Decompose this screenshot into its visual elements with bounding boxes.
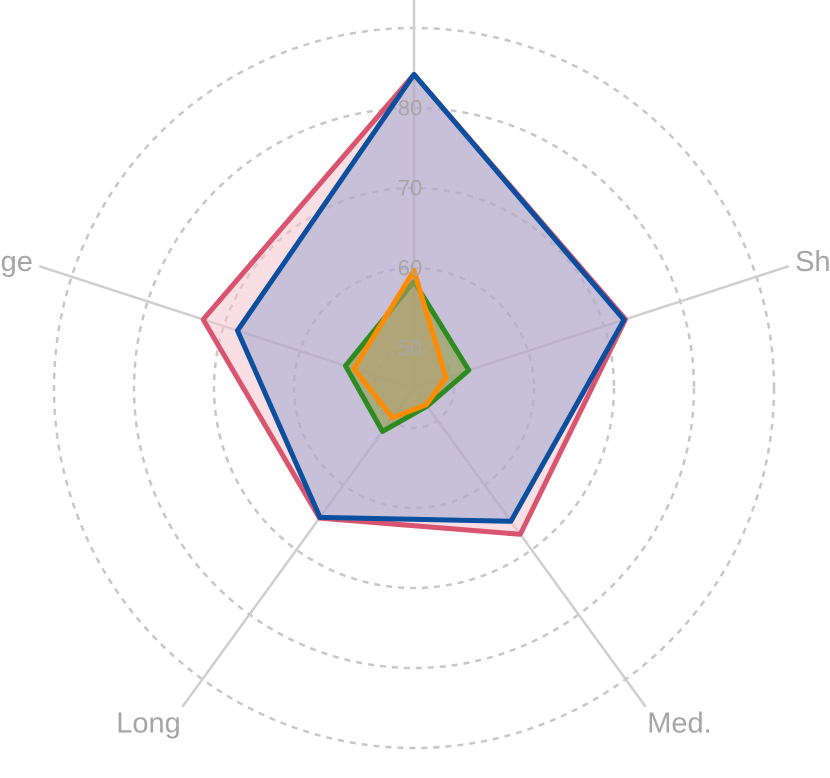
rtick-label: 80 [398, 96, 422, 121]
rtick-label: 60 [398, 256, 422, 281]
axis-label: Huge [0, 246, 33, 278]
rtick-label: 50 [398, 336, 422, 361]
tick-layer: 50 60 70 80 [398, 96, 422, 361]
axis-label: Long [116, 707, 181, 739]
axis-label: Med. [647, 707, 711, 739]
series-layer [200, 71, 628, 537]
label-layer: TinyShortMed.LongHuge [0, 246, 830, 739]
grid-ring [212, 186, 616, 590]
series-4-polygon [351, 267, 449, 421]
series-2-polygon [235, 71, 627, 524]
axis-label: Short [795, 246, 830, 278]
grid-ring [132, 106, 696, 670]
rtick-label: 70 [398, 176, 422, 201]
